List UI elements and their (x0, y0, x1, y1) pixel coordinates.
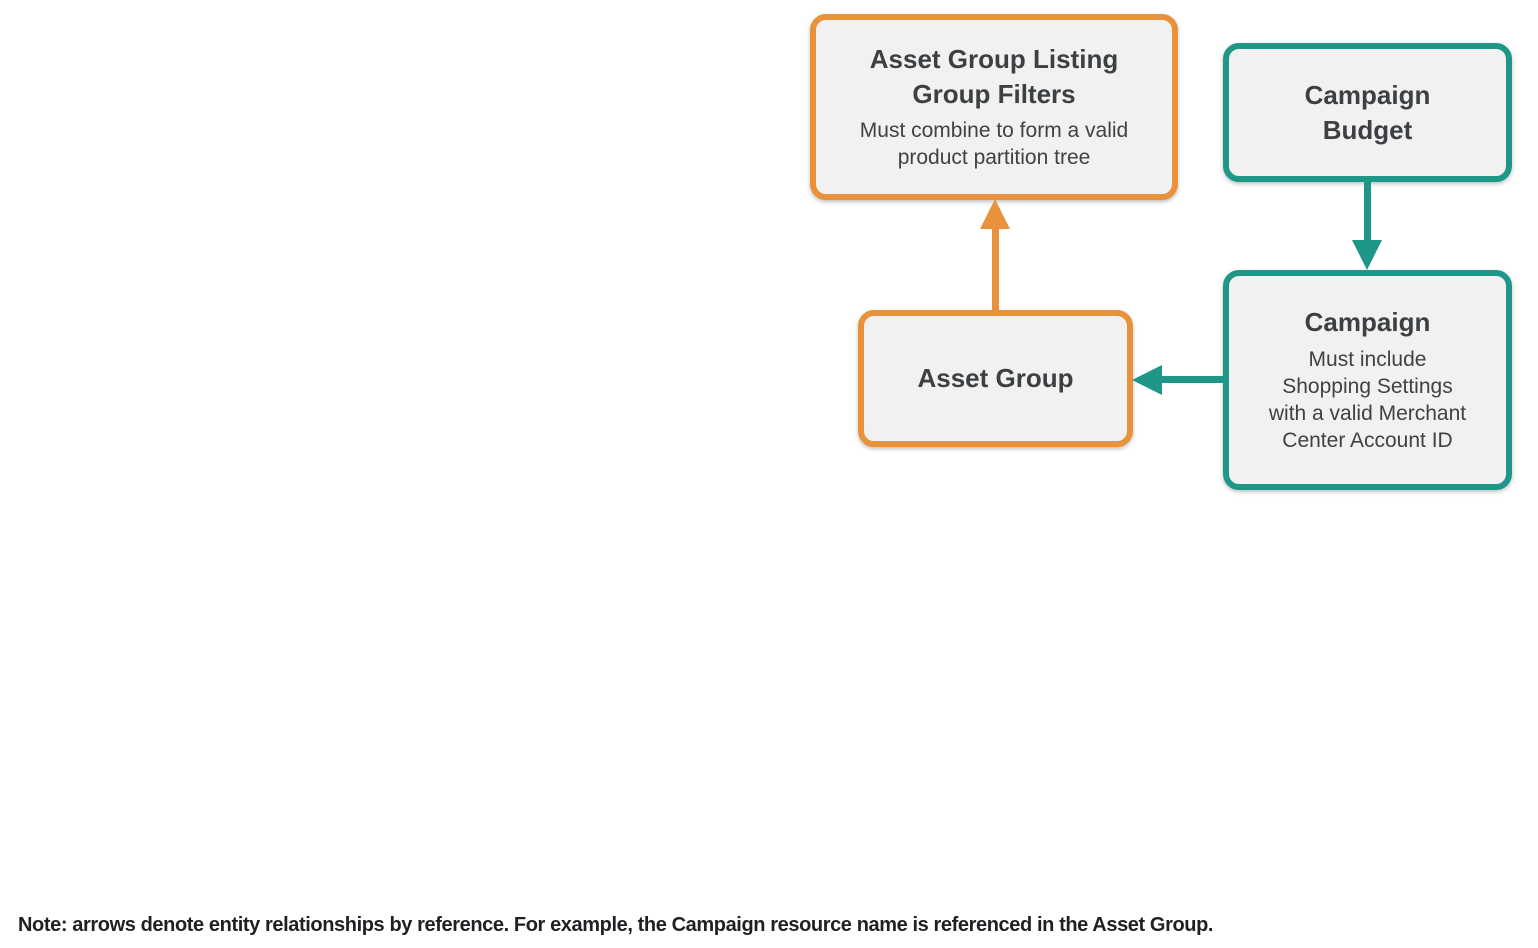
node-asset-group: Asset Group (858, 310, 1133, 447)
arrow-campaign-to-asset-group (1158, 376, 1224, 383)
arrowhead-left-icon (1132, 365, 1162, 395)
arrow-asset-group-to-listing-filters (992, 226, 999, 312)
note-text: Note: arrows denote entity relationships… (18, 914, 1214, 936)
node-title: Campaign (1304, 307, 1431, 338)
node-title: Asset Group (917, 363, 1074, 394)
node-subtitle: Must include Shopping Settings with a va… (1268, 347, 1467, 453)
node-campaign-budget: Campaign Budget (1223, 43, 1512, 182)
node-asset-group-listing-group-filters: Asset Group Listing Group Filters Must c… (810, 14, 1178, 200)
arrow-campaign-budget-to-campaign (1364, 181, 1371, 241)
node-campaign: Campaign Must include Shopping Settings … (1223, 270, 1512, 490)
arrowhead-up-icon (980, 199, 1010, 229)
arrowhead-down-icon (1352, 240, 1382, 270)
node-subtitle: Must combine to form a valid product par… (859, 119, 1129, 170)
node-title: Campaign Budget (1304, 80, 1431, 145)
node-title: Asset Group Listing Group Filters (869, 44, 1119, 109)
